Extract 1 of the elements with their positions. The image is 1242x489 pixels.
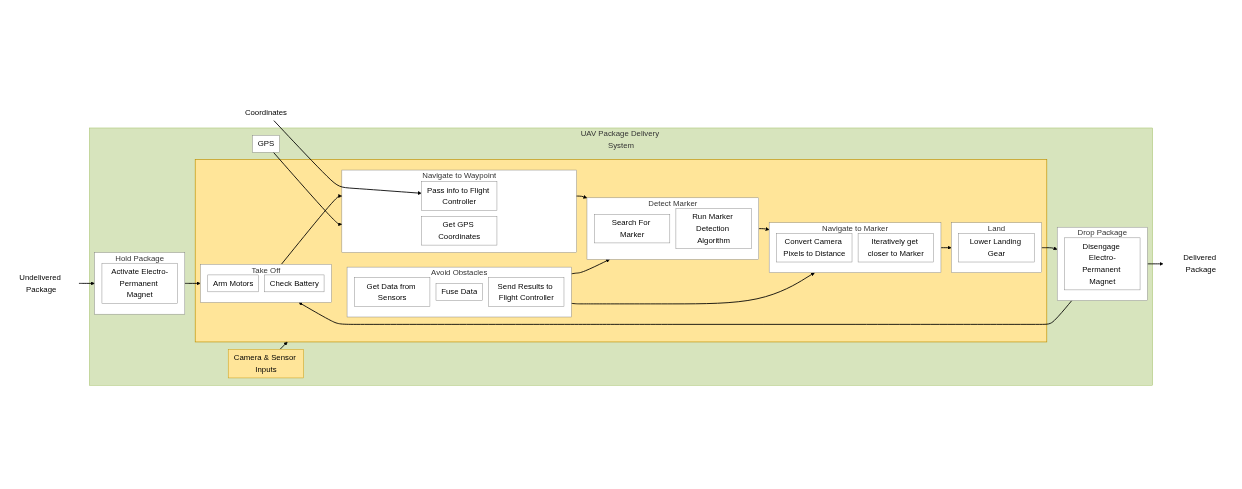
cluster	[194, 159, 1048, 343]
